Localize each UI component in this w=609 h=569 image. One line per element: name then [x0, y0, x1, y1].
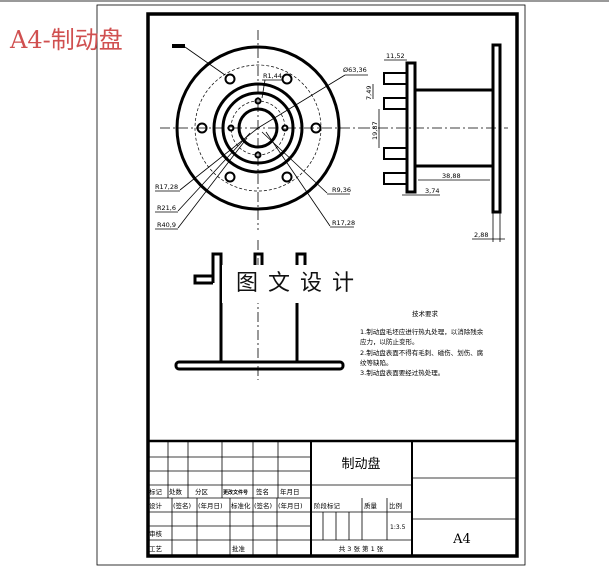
watermark: 图文设计	[222, 265, 378, 303]
dim-1152: 11,52	[386, 52, 405, 60]
section-view	[174, 240, 345, 380]
dim-374: 3,74	[425, 187, 439, 195]
dim-r936: R9,36	[332, 186, 351, 194]
dim-r409: R40,9	[157, 221, 176, 229]
tb-weight: 质量	[364, 501, 378, 510]
tb-label: 标准化	[231, 501, 251, 510]
tb-label: (年月日)	[278, 501, 303, 510]
dim-r1728-right: R17,28	[332, 219, 355, 227]
dim-diameter: Ø63,36	[343, 66, 367, 74]
title-block: 制动盘 标记 处数 分区 更改文件号 签名 年月日 设计 (签名) (年月日) …	[148, 439, 517, 556]
tb-label: 标记	[149, 487, 163, 496]
tech-line: 纹等缺陷。	[360, 358, 393, 367]
tb-label: (签名)	[173, 501, 191, 510]
side-view: 11,52 7,49 19,87 38,88 3,74 2,88	[360, 43, 508, 242]
drawing-frame	[146, 12, 519, 558]
tb-label: 签名	[256, 487, 269, 496]
tech-line: 1.制动盘毛坯应进行热丸处理，以消除残余	[360, 327, 484, 336]
dim-749: 7,49	[365, 86, 373, 100]
tb-sheets: 共 3 张 第 1 张	[339, 544, 384, 553]
tb-review: 审核	[149, 529, 163, 538]
dim-1987: 19,87	[371, 121, 379, 140]
tech-line: 2.制动盘表面不得有毛刺、磁伤、划伤、腐	[360, 348, 484, 357]
tb-label: 年月日	[280, 487, 300, 496]
tb-approve: 批准	[232, 544, 246, 553]
tb-scale: 1:3.5	[390, 524, 406, 531]
tech-title: 技术要求	[412, 309, 439, 318]
overlay-label: A4-制动盘	[10, 26, 123, 54]
tb-label: (年月日)	[198, 501, 223, 510]
tb-stage-mark: 阶段标记	[314, 501, 341, 510]
tech-line: 应力，以防止变形。	[360, 337, 419, 346]
bolt-holes	[196, 73, 322, 183]
dim-r144: R1,44	[263, 72, 282, 80]
tb-label: 处数	[169, 487, 183, 496]
technical-requirements: 技术要求 1.制动盘毛坯应进行热丸处理，以消除残余 应力，以防止变形。 2.制动…	[360, 309, 484, 377]
dim-288: 2,88	[474, 231, 488, 239]
tech-line: 3.制动盘表面要经过热处理。	[360, 368, 444, 377]
surface-finish-symbol	[172, 44, 185, 48]
dim-r216: R21,6	[157, 204, 176, 212]
dim-r1728-left: R17,28	[155, 183, 178, 191]
tb-label: 分区	[195, 487, 209, 496]
part-name: 制动盘	[341, 456, 380, 472]
tb-scale-label: 比例	[389, 501, 402, 510]
dim-3888: 38,88	[442, 172, 461, 180]
sheet-border	[96, 4, 526, 566]
front-view: Ø63,36 R1,44 R17,28 R21,6 R40,9 R9,36 R1…	[155, 30, 368, 230]
tb-process: 工艺	[149, 545, 163, 553]
tb-label: 更改文件号	[223, 489, 248, 496]
tb-label: (签名)	[254, 501, 272, 510]
tb-label: 设计	[149, 501, 163, 510]
tb-format: A4	[452, 532, 471, 547]
